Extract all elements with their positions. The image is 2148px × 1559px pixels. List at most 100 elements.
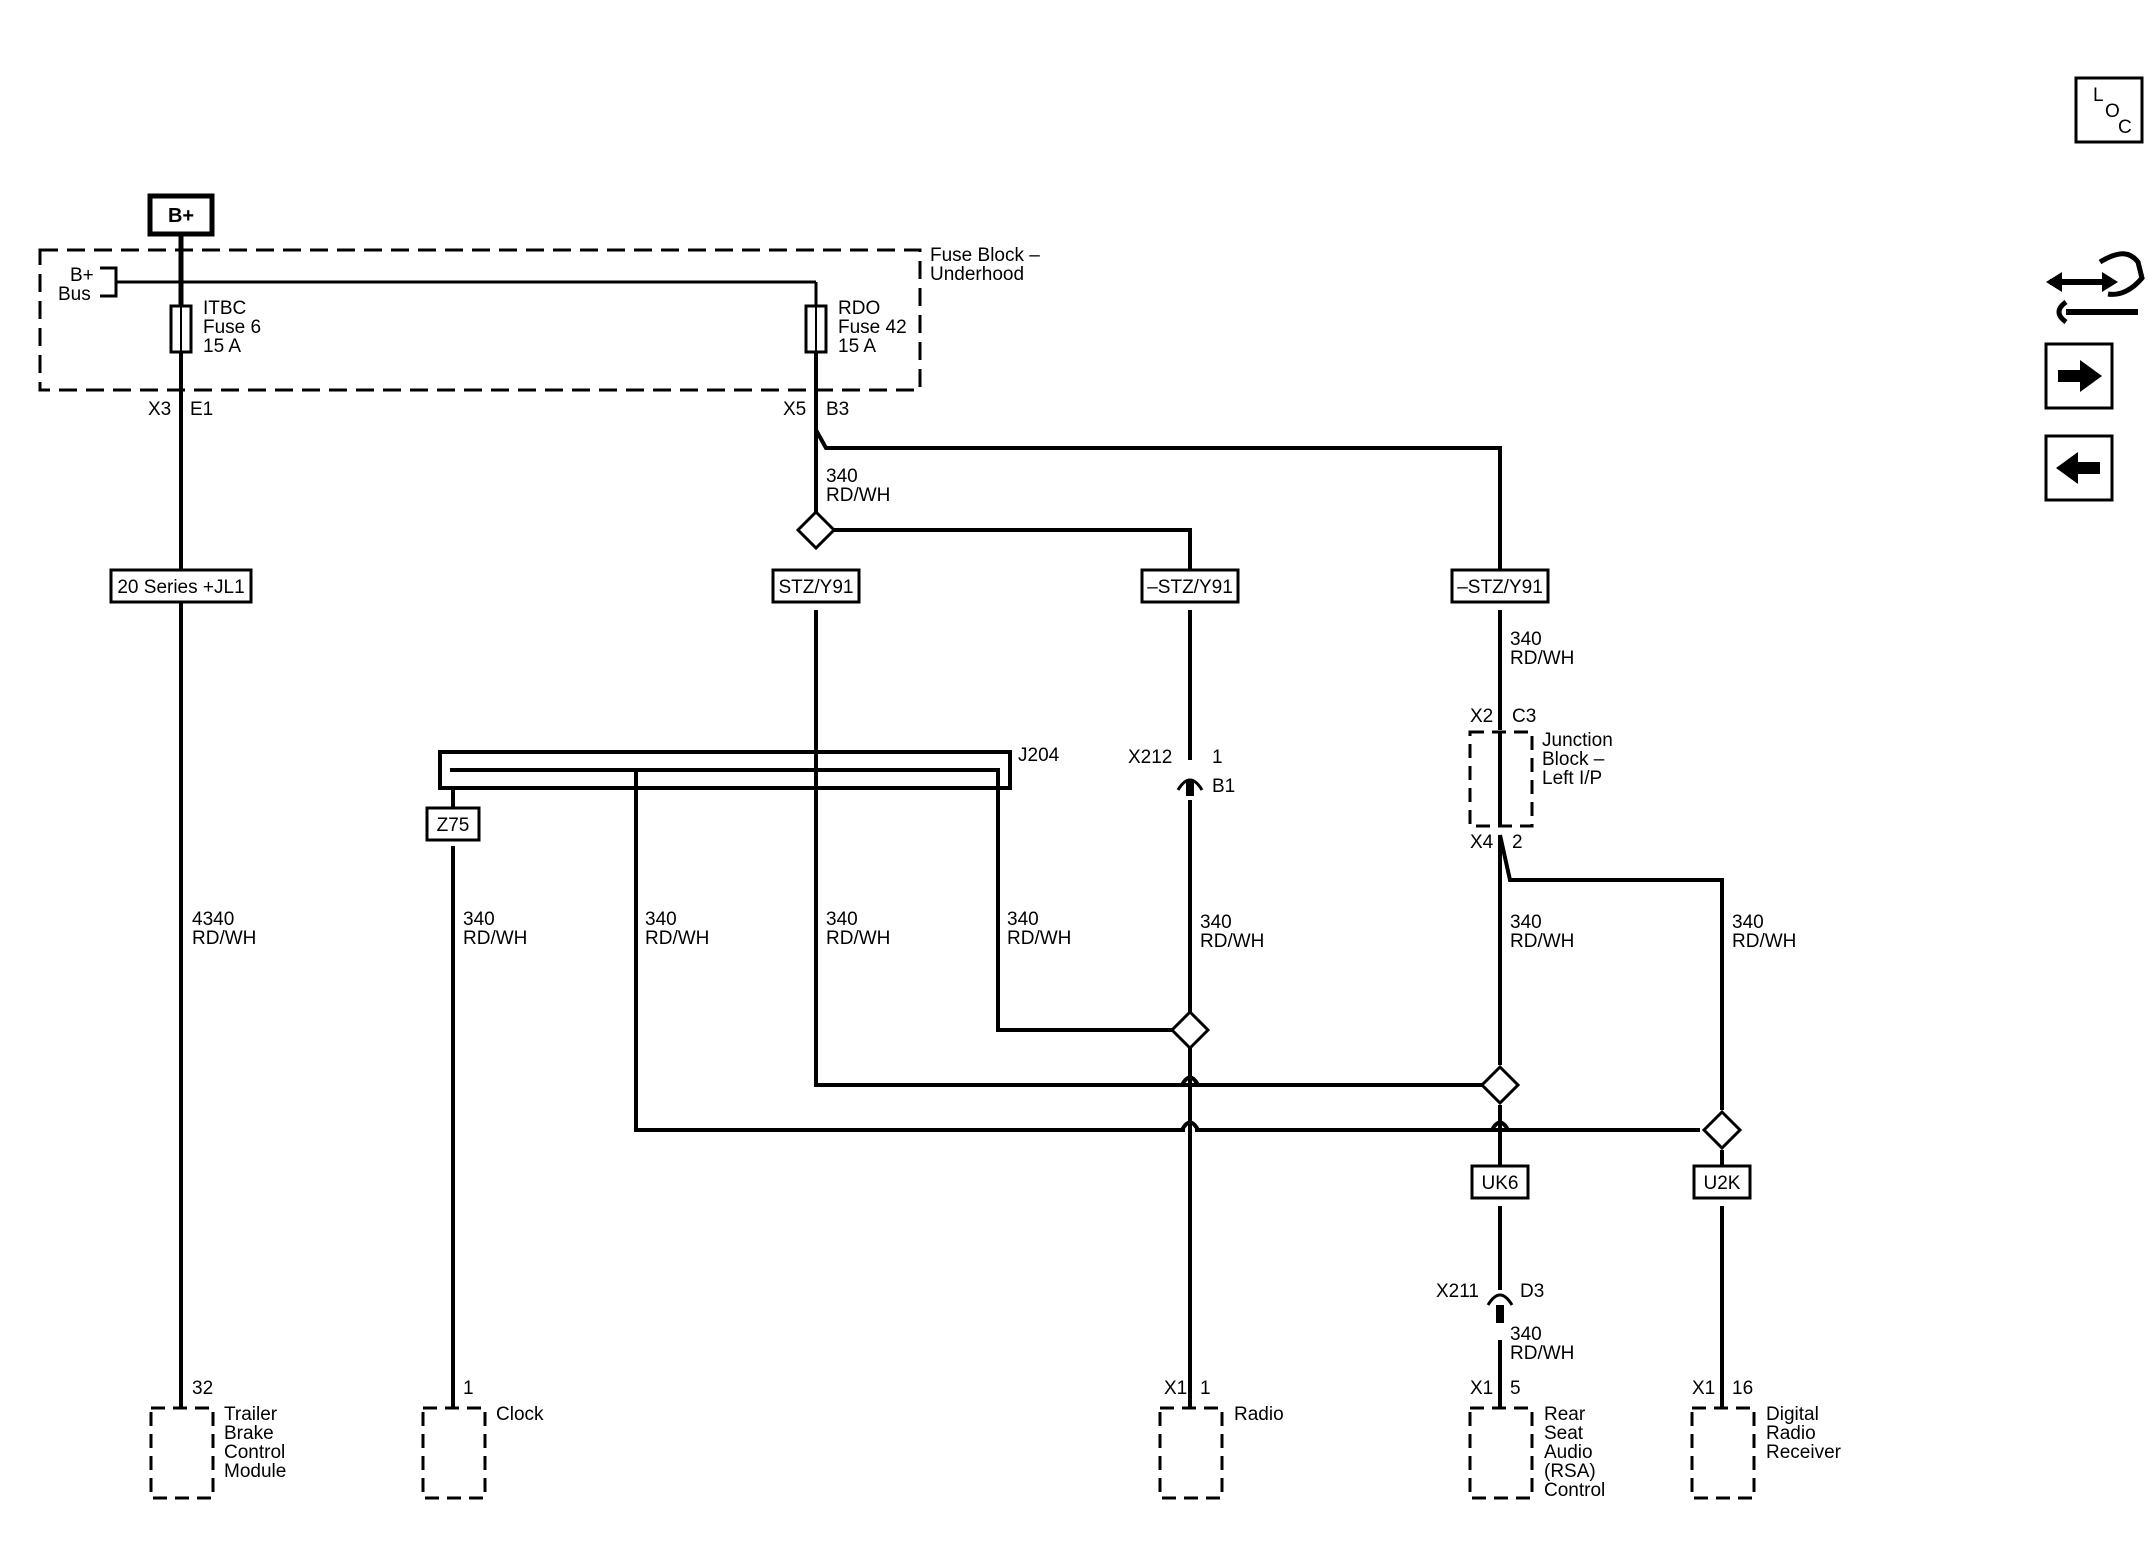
fuse-itbc-rating: 15 A	[203, 336, 241, 357]
wire-label-circuit-trailer: 4340	[192, 909, 234, 930]
fuse-rdo-number: Fuse 42	[838, 317, 907, 338]
rsa-label-4: (RSA)	[1544, 1461, 1596, 1482]
components	[149, 1406, 1756, 1500]
arrow-right-icon	[2058, 360, 2102, 392]
previous-page-button[interactable]	[2044, 434, 2114, 502]
connector-x211-name: X211	[1436, 1281, 1479, 1302]
wire-label-circuit: 340	[1510, 629, 1542, 650]
connector-x212-pin-2: B1	[1212, 776, 1235, 797]
wire-label-circuit: 340	[1732, 912, 1764, 933]
component-locator-button[interactable]: L O C	[2074, 76, 2144, 144]
rsa-pin: 5	[1510, 1378, 1521, 1399]
trailer-label-1: Trailer	[224, 1404, 278, 1425]
connector-x212: X212 1 B1	[1128, 747, 1235, 797]
option-boxes	[109, 568, 1752, 1200]
rsa-label-1: Rear	[1544, 1404, 1586, 1425]
component-trailer-brake-module: 32 Trailer Brake Control Module	[192, 1378, 286, 1482]
option-labels: 20 Series +JL1 STZ/Y91 –STZ/Y91 –STZ/Y91…	[117, 577, 1740, 1194]
wire-label-color: RD/WH	[1732, 931, 1796, 952]
wire-label-circuit: 340	[826, 466, 858, 487]
radio-pin: 1	[1200, 1378, 1211, 1399]
next-page-button[interactable]	[2044, 342, 2114, 410]
locator-letter-c: C	[2118, 117, 2132, 138]
wire-label-color: RD/WH	[192, 928, 256, 949]
clock-label: Clock	[496, 1404, 544, 1425]
rsa-connector: X1	[1470, 1378, 1493, 1399]
wire-label-color: RD/WH	[1007, 928, 1071, 949]
splice-drr	[1701, 1109, 1743, 1151]
wire-label-circuit: 340	[1007, 909, 1039, 930]
connector-x211: X211 D3	[1436, 1281, 1544, 1323]
trailer-label-4: Module	[224, 1461, 286, 1482]
fuse-rdo-rating: 15 A	[838, 336, 876, 357]
option-not-stz-y91-right: –STZ/Y91	[1457, 577, 1543, 598]
junction-block-left-ip: X2 C3 X4 2 Junction Block – Left I/P	[1468, 706, 1613, 853]
fuse-block-title: Fuse Block –	[930, 245, 1040, 266]
rsa-label-5: Control	[1544, 1480, 1605, 1501]
drr-label-2: Radio	[1766, 1423, 1816, 1444]
trailer-pin: 32	[192, 1378, 213, 1399]
option-not-stz-y91-middle: –STZ/Y91	[1147, 577, 1233, 598]
option-uk6: UK6	[1482, 1173, 1519, 1194]
wire-label-circuit: 340	[463, 909, 495, 930]
component-clock: 1 Clock	[463, 1378, 544, 1425]
option-z75: Z75	[437, 815, 470, 836]
splice-pack-j204: J204	[1018, 745, 1060, 766]
bus-label-2: Bus	[58, 284, 91, 305]
option-u2k: U2K	[1704, 1173, 1741, 1194]
radio-label: Radio	[1234, 1404, 1284, 1425]
fuse-block-underhood: Fuse Block – Underhood B+ Bus ITBC Fuse …	[38, 234, 1040, 420]
fuse-itbc-pin: E1	[190, 399, 213, 420]
component-rsa-control: X1 5 Rear Seat Audio (RSA) Control	[1470, 1378, 1605, 1501]
radio-connector: X1	[1164, 1378, 1187, 1399]
wire-crossovers	[1180, 1075, 1510, 1132]
component-radio: X1 1 Radio	[1164, 1378, 1284, 1425]
splices	[795, 509, 1743, 1151]
splice-radio	[1169, 1009, 1211, 1051]
wire-labels: 340 RD/WH 340 RD/WH 4340 RD/WH 340 RD/WH…	[192, 466, 1796, 1364]
locator-letter-l: L	[2093, 85, 2104, 106]
rsa-label-3: Audio	[1544, 1442, 1593, 1463]
clock-pin: 1	[463, 1378, 474, 1399]
rsa-label-2: Seat	[1544, 1423, 1584, 1444]
fuse-rdo-pin: B3	[826, 399, 849, 420]
wire-label-circuit: 340	[826, 909, 858, 930]
junction-top-connector: X2	[1470, 706, 1493, 727]
drr-label-3: Receiver	[1766, 1442, 1842, 1463]
junction-name-3: Left I/P	[1542, 768, 1602, 789]
drr-pin: 16	[1732, 1378, 1753, 1399]
splice-rdo	[795, 509, 837, 551]
wire-label-circuit: 340	[1200, 912, 1232, 933]
wire-label-circuit: 340	[1510, 1324, 1542, 1345]
wire-label-color: RD/WH	[1200, 931, 1264, 952]
drr-label-1: Digital	[1766, 1404, 1819, 1425]
option-series-jl1: 20 Series +JL1	[117, 577, 244, 598]
drr-connector: X1	[1692, 1378, 1715, 1399]
wire-label-circuit: 340	[645, 909, 677, 930]
connector-x212-pin: 1	[1212, 747, 1223, 768]
junction-bottom-pin: 2	[1512, 832, 1523, 853]
wire-label-color: RD/WH	[1510, 1343, 1574, 1364]
connector-x212-name: X212	[1128, 747, 1172, 768]
fuse-block-title-2: Underhood	[930, 264, 1024, 285]
junction-bottom-connector: X4	[1470, 832, 1494, 853]
fuse-itbc-name: ITBC	[203, 298, 246, 319]
option-stz-y91: STZ/Y91	[779, 577, 854, 598]
bus-label: B+	[70, 265, 94, 286]
wire-label-color: RD/WH	[826, 485, 890, 506]
connector-end-view-icon[interactable]	[2046, 251, 2145, 325]
fuse-itbc-connector: X3	[148, 399, 171, 420]
fuse-rdo-name: RDO	[838, 298, 880, 319]
wire-label-circuit: 340	[1510, 912, 1542, 933]
fuse-rdo-connector: X5	[783, 399, 806, 420]
battery-label: B+	[168, 205, 194, 227]
connector-x211-pin: D3	[1520, 1281, 1544, 1302]
wire-label-color: RD/WH	[645, 928, 709, 949]
junction-top-pin: C3	[1512, 706, 1536, 727]
splice-rsa	[1479, 1064, 1521, 1106]
arrow-left-icon	[2056, 452, 2100, 484]
fuse-itbc-number: Fuse 6	[203, 317, 261, 338]
trailer-label-2: Brake	[224, 1423, 274, 1444]
locator-letter-o: O	[2105, 101, 2120, 122]
